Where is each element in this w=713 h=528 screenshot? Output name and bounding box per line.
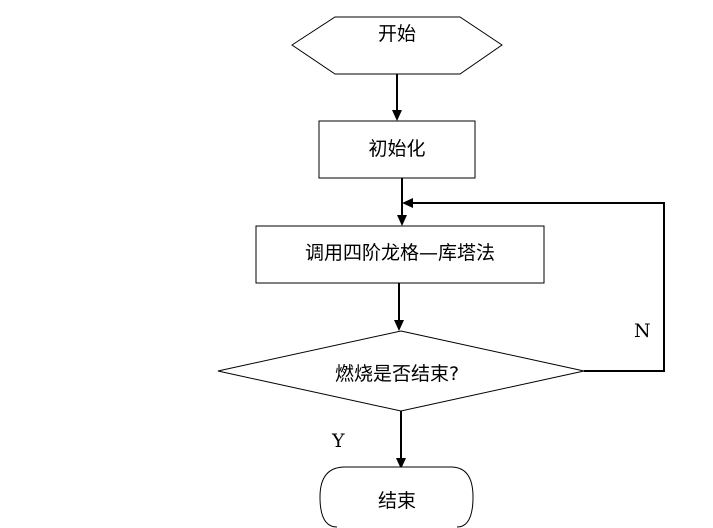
arrowhead-decision-to-end: [396, 458, 406, 469]
end-node: 结束: [319, 466, 474, 528]
edge-label-no: N: [634, 320, 651, 342]
arrowhead-init-to-process: [397, 215, 407, 226]
end-terminal: [319, 466, 474, 528]
edge-decision-no-loop: [412, 202, 665, 372]
arrowhead-loop-back: [402, 198, 413, 208]
start-label: 开始: [378, 23, 416, 45]
edge-label-yes: Y: [331, 430, 345, 452]
decision-node: 燃烧是否结束?: [217, 330, 585, 412]
init-label: 初始化: [368, 138, 425, 160]
process-node: 调用四阶龙格—库塔法: [255, 225, 545, 284]
end-label: 结束: [378, 490, 416, 512]
init-node: 初始化: [318, 120, 476, 179]
process-box: [255, 225, 545, 284]
init-box: [318, 120, 476, 179]
process-label: 调用四阶龙格—库塔法: [305, 242, 495, 264]
arrowhead-start-to-init: [392, 110, 402, 121]
arrowhead-process-to-decision: [394, 320, 404, 331]
decision-label: 燃烧是否结束?: [335, 363, 459, 385]
start-hexagon: [291, 16, 503, 75]
start-node: 开始: [291, 16, 503, 75]
